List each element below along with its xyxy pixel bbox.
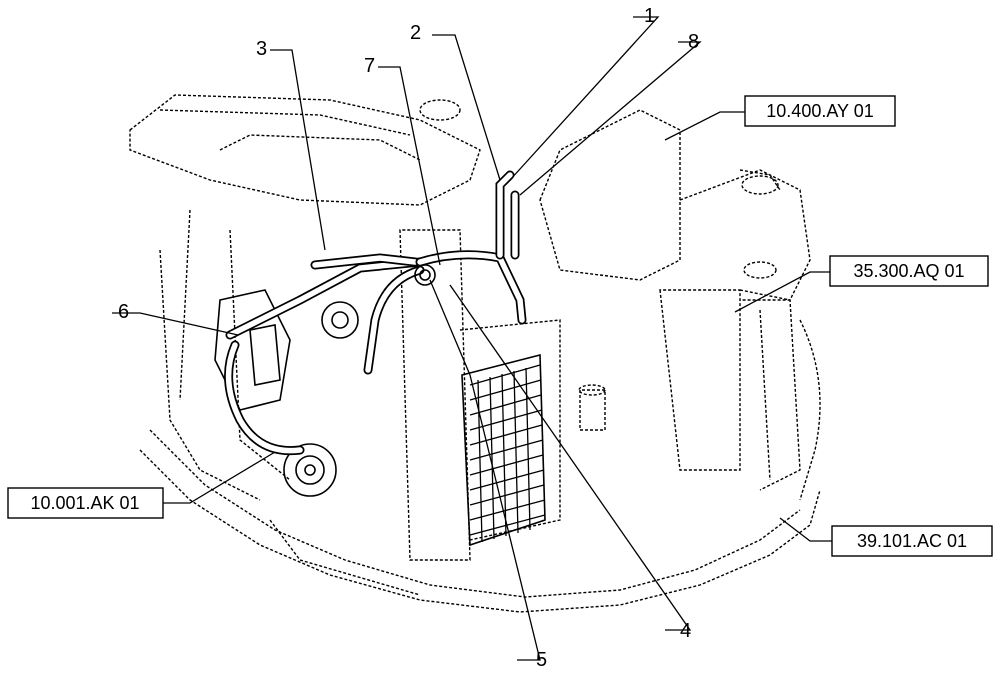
- reference-39-101-ac: 39.101.AC 01: [857, 531, 967, 551]
- reference-10-001-ak: 10.001.AK 01: [30, 493, 139, 513]
- machine-outline: [129, 94, 821, 613]
- callout-7: 7: [364, 55, 375, 77]
- engine-components: [214, 289, 546, 547]
- callout-1: 1: [644, 5, 655, 27]
- callout-4: 4: [680, 620, 691, 642]
- callout-6: 6: [118, 301, 129, 323]
- reference-box-35-300-aq: 35.300.AQ 01: [829, 255, 989, 287]
- callout-8: 8: [688, 31, 699, 53]
- callout-5: 5: [536, 649, 547, 671]
- reference-box-10-001-ak: 10.001.AK 01: [7, 487, 164, 519]
- reference-35-300-aq: 35.300.AQ 01: [853, 261, 964, 281]
- radiator-core: [461, 353, 546, 547]
- hose-assembly: [224, 170, 527, 456]
- reference-box-10-400-ay: 10.400.AY 01: [744, 95, 896, 127]
- reference-10-400-ay: 10.400.AY 01: [766, 101, 873, 121]
- callout-2: 2: [410, 22, 421, 44]
- callout-numbers: 1 2 3 4 5 6 7 8: [118, 5, 699, 671]
- callout-3: 3: [256, 38, 267, 60]
- reference-box-39-101-ac: 39.101.AC 01: [831, 525, 993, 557]
- leader-lines: [112, 16, 832, 661]
